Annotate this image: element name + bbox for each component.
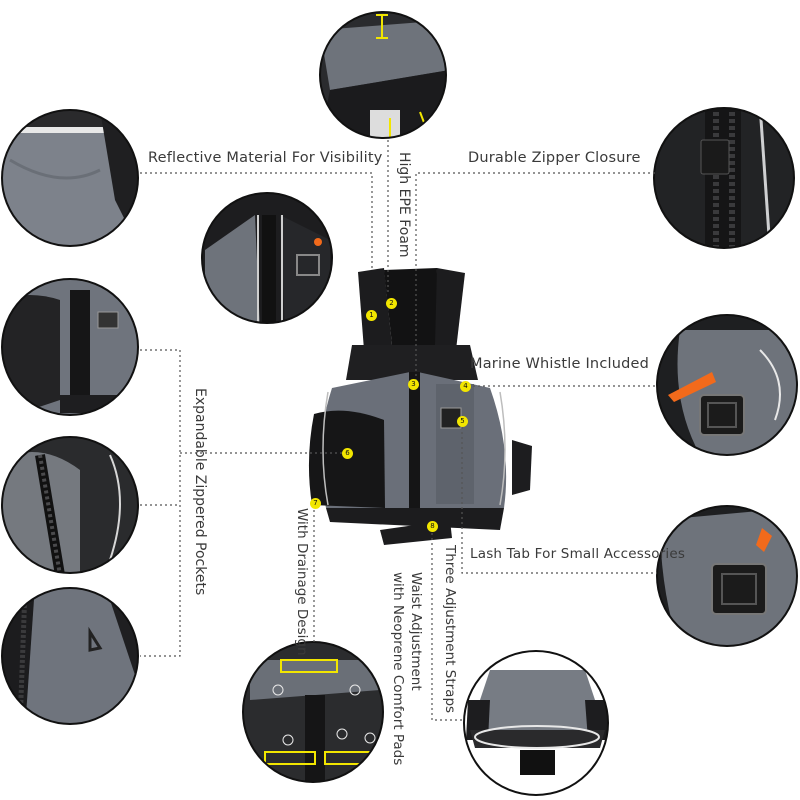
life-vest-image	[308, 268, 532, 545]
zipper-detail-image	[654, 108, 794, 248]
marker-6: 6	[342, 448, 353, 459]
label-epe: High EPE Foam	[396, 152, 412, 258]
label-straps: Three Adjustment Straps	[442, 545, 458, 714]
marker-1: 1	[366, 310, 377, 321]
lashtab-detail-image	[657, 506, 797, 646]
label-drainage: With Drainage Design	[294, 508, 310, 656]
label-reflective: Reflective Material For Visibility	[148, 150, 383, 166]
pocket-detail-image-2	[2, 437, 138, 573]
label-zipper: Durable Zipper Closure	[468, 150, 641, 166]
marker-5: 5	[457, 416, 468, 427]
label-pockets: Expandable Zippered Pockets	[192, 388, 208, 596]
marker-7: 7	[310, 498, 321, 509]
marker-4: 4	[460, 381, 471, 392]
shoulder-detail-image	[202, 193, 332, 323]
label-whistle: Marine Whistle Included	[470, 356, 650, 372]
drainage-detail-image	[243, 642, 383, 782]
label-waist-line1: Waist Adjustment	[408, 572, 424, 691]
marker-2: 2	[386, 298, 397, 309]
reflective-detail-image	[2, 110, 138, 246]
leader-lines	[140, 140, 657, 721]
pocket-detail-image-3	[2, 588, 138, 724]
marker-8: 8	[427, 521, 438, 532]
pocket-detail-image-1	[2, 279, 138, 415]
waist-detail-image	[464, 651, 608, 795]
foam-detail-image	[320, 12, 446, 138]
label-waist-line2: with Neoprene Comfort Pads	[390, 572, 406, 766]
marker-3: 3	[408, 379, 419, 390]
label-lashtab: Lash Tab For Small Accessories	[470, 546, 686, 562]
whistle-detail-image	[657, 315, 797, 455]
